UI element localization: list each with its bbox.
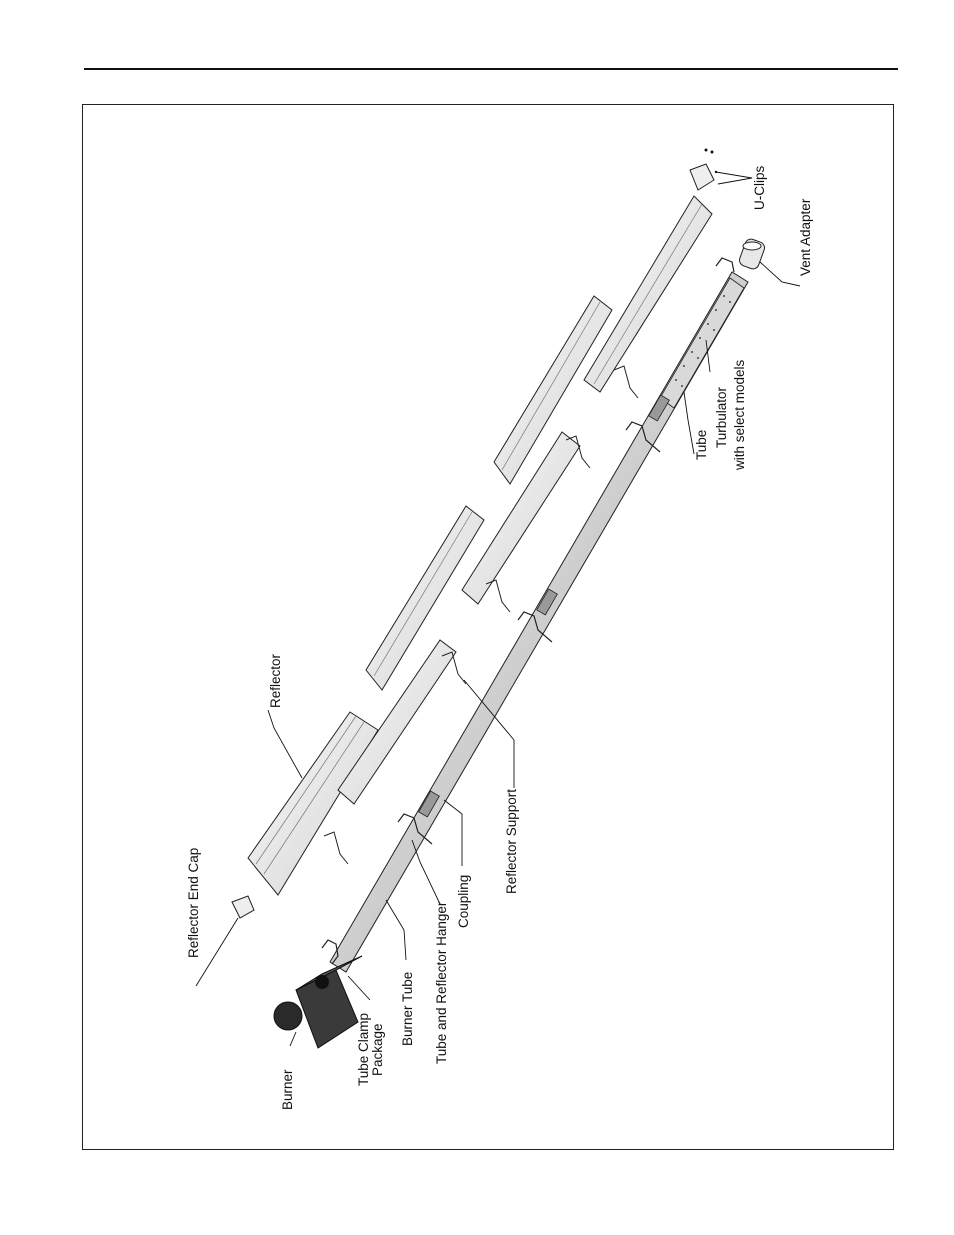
figure-frame [82,104,894,1150]
reflector-segment-3 [365,505,485,691]
label-coupling: Coupling [456,875,471,928]
burner [273,955,363,1049]
hanger-3 [517,611,553,643]
reflector-segment-5 [493,295,613,485]
label-tube-clamp-package: Package [370,1023,385,1076]
turbulator [659,277,745,409]
label-burner: Burner [280,1069,295,1110]
reflector-support-3 [485,579,511,613]
label-tube: Tube [694,430,709,460]
reflector-end-cap-left [231,895,255,919]
tube-assembly [329,271,749,973]
label-vent-adapter: Vent Adapter [798,198,813,276]
label-burner-tube: Burner Tube [400,972,415,1046]
reflector-support-5 [613,365,639,399]
reflector-group [247,195,713,896]
label-reflector-end-cap: Reflector End Cap [186,848,201,958]
hanger-1 [321,939,339,965]
reflector-segment-1 [247,711,379,896]
label-u-clips: U-Clips [752,165,767,210]
reflector-segment-2 [337,639,457,805]
reflector-support-4 [565,435,591,469]
burner-fan-icon [273,1001,303,1031]
coupling-2 [536,588,558,616]
vent-adapter [739,238,765,270]
header-rule [84,68,898,70]
reflector-support-2 [441,651,467,685]
leader-lines [195,171,801,1047]
label-reflector: Reflector [268,653,283,708]
hanger-2 [397,813,433,845]
reflector-end-cap-right [689,163,715,191]
label-tube-and-reflector-hanger: Tube and Reflector Hanger [434,901,449,1064]
hanger-5 [715,257,735,273]
label-reflector-support: Reflector Support [504,789,519,894]
reflector-support-1 [323,831,349,865]
label-tube-clamp: Tube Clamp [356,1013,371,1086]
label-turbulator-note: with select models [732,359,747,471]
reflector-segment-4 [461,431,581,605]
hanger-4 [625,421,661,453]
coupling-1 [418,790,440,818]
tube-and-reflector-hangers [321,257,735,965]
coupling-3 [648,394,670,422]
label-turbulator: Turbulator [714,386,729,448]
reflector-supports [323,365,639,865]
